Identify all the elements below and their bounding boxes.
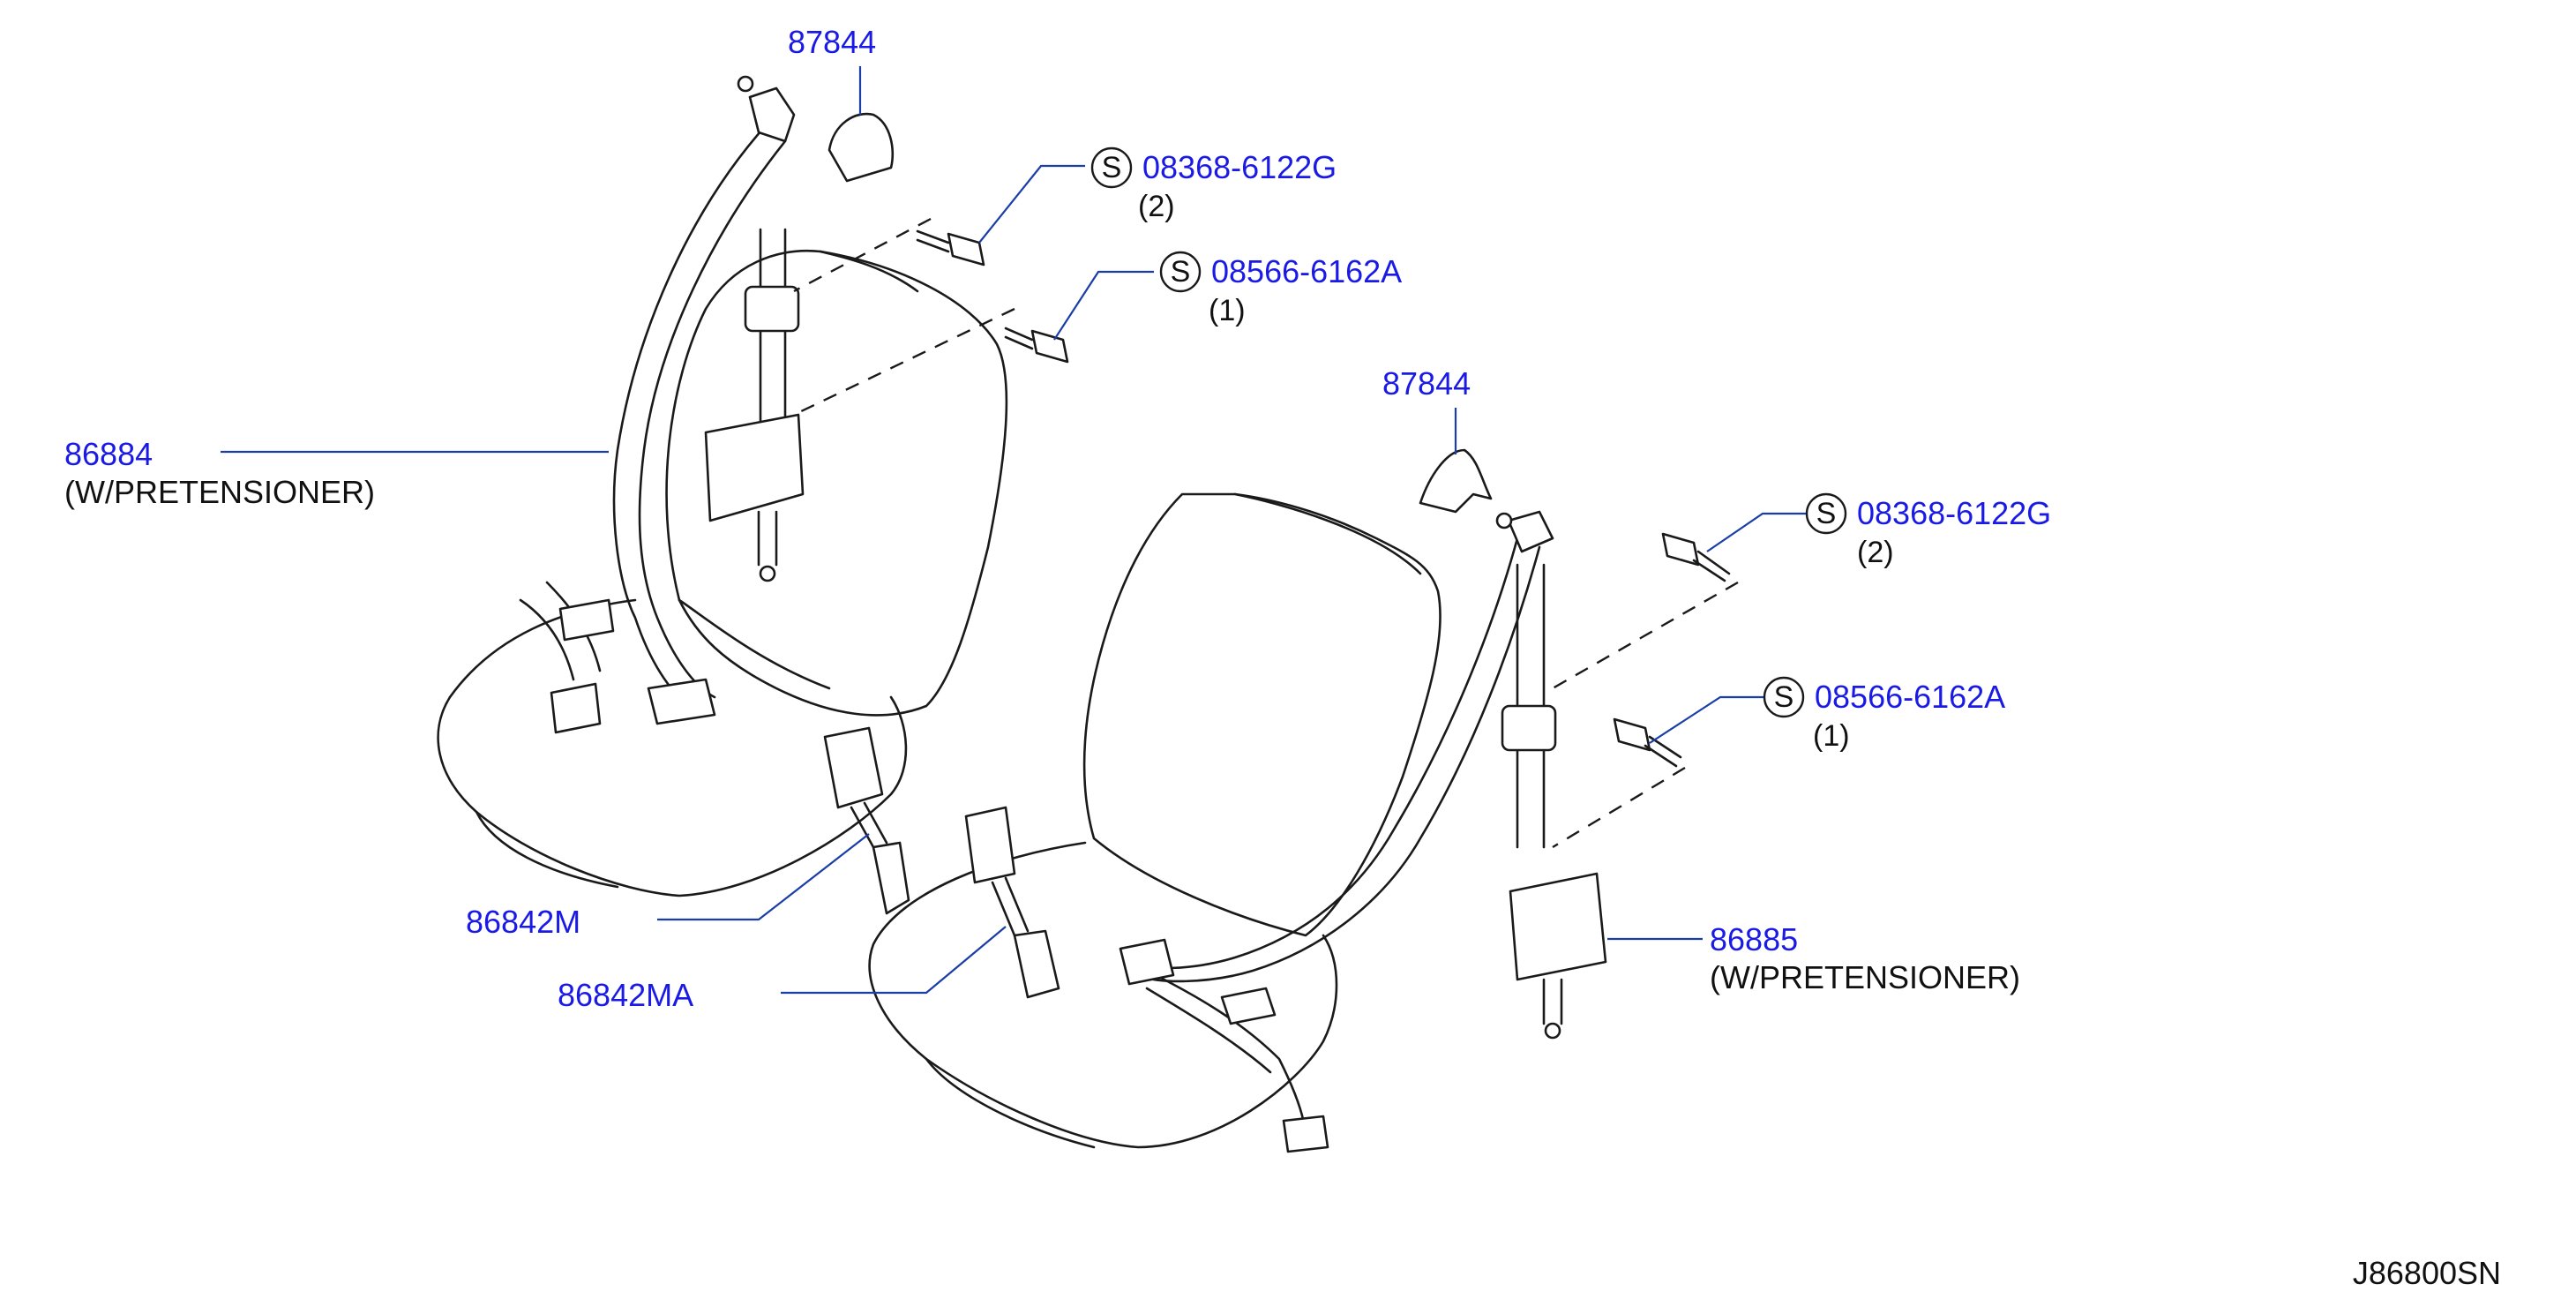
bolt-right-upper bbox=[1661, 532, 1731, 582]
bolt-right-lower bbox=[1613, 717, 1682, 768]
callout-08368-6122G-right: S 08368-6122G (2) bbox=[1805, 492, 2051, 569]
cover-87844-right bbox=[1419, 448, 1493, 514]
buckle-86842MA bbox=[964, 806, 1060, 999]
callout-quantity: (1) bbox=[1813, 719, 1850, 753]
callout-part-number: 86885 bbox=[1710, 921, 1798, 957]
callout-part-number: 08566-6162A bbox=[1815, 679, 2005, 715]
right-seat-back bbox=[1082, 492, 1442, 937]
callout-08566-6162A-left: S 08566-6162A (1) bbox=[1159, 251, 1402, 327]
callout-part-number: 87844 bbox=[788, 24, 876, 60]
standard-part-symbol bbox=[1159, 251, 1202, 293]
left-seat-back bbox=[665, 249, 1008, 717]
left-seat-drawing bbox=[437, 249, 1008, 897]
callout-part-number: 08368-6122G bbox=[1857, 495, 2051, 531]
dash-right-upper bbox=[1552, 581, 1739, 690]
callout-part-number: 86884 bbox=[64, 436, 153, 472]
callout-quantity: (2) bbox=[1138, 190, 1175, 223]
bolt-left-upper bbox=[916, 229, 985, 267]
standard-part-symbol bbox=[1090, 146, 1133, 189]
right-belt-86885 bbox=[1119, 510, 1607, 1153]
standard-part-symbol bbox=[1763, 676, 1805, 718]
callout-87844-right: 87844 bbox=[1382, 365, 1471, 402]
left-seat-cushion bbox=[437, 598, 908, 897]
right-seat-drawing bbox=[868, 492, 1442, 1149]
callout-87844-left: 87844 bbox=[788, 24, 876, 60]
callout-86842M: 86842M bbox=[466, 904, 580, 940]
callout-08566-6162A-right: S 08566-6162A (1) bbox=[1763, 676, 2005, 753]
left-belt-86884 bbox=[519, 75, 805, 734]
dash-right-lower bbox=[1552, 766, 1686, 849]
callout-86885: 86885 (W/PRETENSIONER) bbox=[1710, 921, 2020, 995]
callout-08368-6122G-left: S 08368-6122G (2) bbox=[1090, 146, 1337, 223]
callout-part-number: 86842M bbox=[466, 904, 580, 940]
callout-quantity: (1) bbox=[1209, 294, 1246, 327]
callout-part-number: 87844 bbox=[1382, 365, 1471, 402]
callout-part-number: 08368-6122G bbox=[1142, 149, 1337, 185]
standard-part-symbol bbox=[1805, 492, 1847, 535]
leader-lines bbox=[221, 66, 1807, 995]
bolt-left-lower bbox=[1004, 327, 1069, 364]
standard-part-symbol-letter: S bbox=[1102, 151, 1122, 184]
right-seat-cushion bbox=[868, 841, 1338, 1149]
callout-86842MA: 86842MA bbox=[558, 977, 693, 1013]
cover-87844-left bbox=[827, 112, 895, 183]
standard-part-symbol-letter: S bbox=[1774, 680, 1794, 714]
callout-part-number: 86842MA bbox=[558, 977, 693, 1013]
diagram-code: J86800SN bbox=[2353, 1255, 2501, 1291]
standard-part-symbol-letter: S bbox=[1816, 497, 1837, 530]
buckle-86842M bbox=[823, 726, 910, 915]
callout-note: (W/PRETENSIONER) bbox=[64, 474, 375, 510]
callout-note: (W/PRETENSIONER) bbox=[1710, 959, 2020, 995]
callout-part-number: 08566-6162A bbox=[1211, 253, 1402, 289]
dash-left-lower bbox=[793, 307, 1015, 417]
callout-quantity: (2) bbox=[1857, 536, 1894, 569]
standard-part-symbol-letter: S bbox=[1171, 255, 1191, 289]
dash-left-upper bbox=[793, 217, 932, 293]
callout-86884: 86884 (W/PRETENSIONER) bbox=[64, 436, 375, 510]
